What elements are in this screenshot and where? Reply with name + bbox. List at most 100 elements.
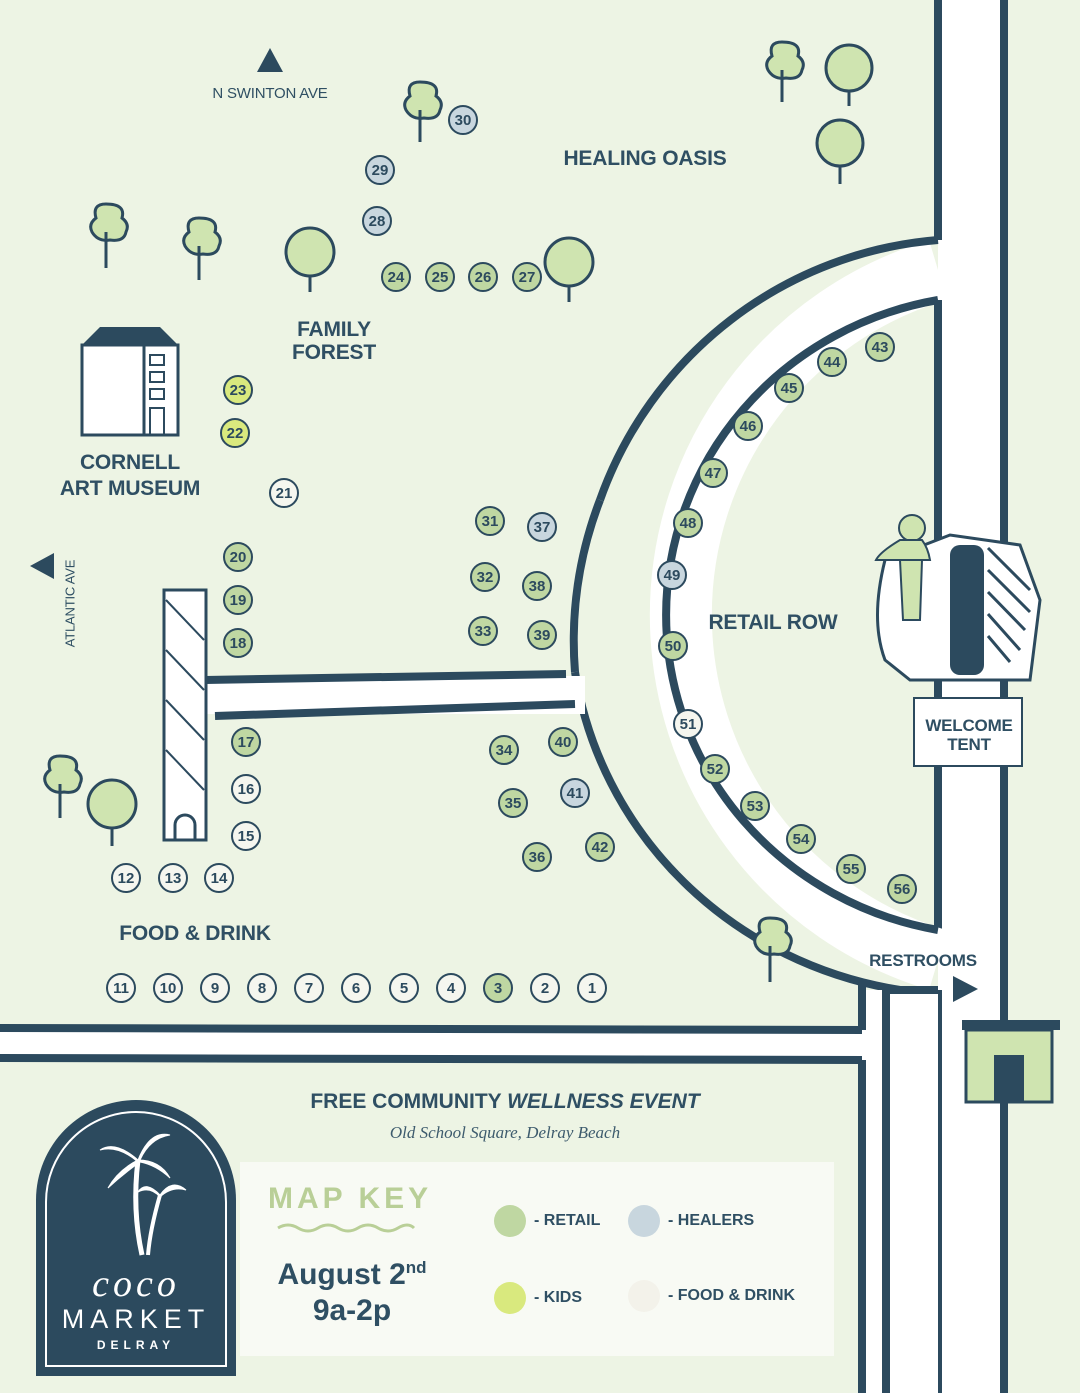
booth-6[interactable]: 6	[341, 973, 371, 1003]
retail-swatch	[494, 1205, 526, 1237]
west-arrow-icon	[30, 553, 54, 579]
booth-25[interactable]: 25	[425, 262, 455, 292]
booth-40[interactable]: 40	[548, 727, 578, 757]
food-swatch	[628, 1280, 660, 1312]
booth-30[interactable]: 30	[448, 105, 478, 135]
logo-badge	[36, 1100, 236, 1376]
key-retail-label: - RETAIL	[534, 1212, 601, 1229]
booth-13[interactable]: 13	[158, 863, 188, 893]
booth-39[interactable]: 39	[527, 620, 557, 650]
welcome-tent-label-1: WELCOME	[925, 716, 1013, 735]
booth-47[interactable]: 47	[698, 458, 728, 488]
booth-31[interactable]: 31	[475, 506, 505, 536]
key-healers-label: - HEALERS	[668, 1212, 755, 1229]
booth-44[interactable]: 44	[817, 347, 847, 377]
booth-29[interactable]: 29	[365, 155, 395, 185]
booth-5[interactable]: 5	[389, 973, 419, 1003]
event-title: FREE COMMUNITY WELLNESS EVENT	[310, 1090, 700, 1113]
booth-45[interactable]: 45	[774, 373, 804, 403]
booth-55[interactable]: 55	[836, 854, 866, 884]
booth-22[interactable]: 22	[220, 418, 250, 448]
booth-21[interactable]: 21	[269, 478, 299, 508]
booth-41[interactable]: 41	[560, 778, 590, 808]
booth-23[interactable]: 23	[223, 375, 253, 405]
map-key-panel: - RETAIL - HEALERS - KIDS - FOOD & DRINK	[240, 1162, 834, 1356]
cornell-label-2: ART MUSEUM	[59, 477, 201, 500]
healers-swatch	[628, 1205, 660, 1237]
booth-46[interactable]: 46	[733, 411, 763, 441]
booth-24[interactable]: 24	[381, 262, 411, 292]
booth-33[interactable]: 33	[468, 616, 498, 646]
key-retail: - RETAIL	[494, 1205, 600, 1237]
booth-43[interactable]: 43	[865, 332, 895, 362]
booth-4[interactable]: 4	[436, 973, 466, 1003]
family-forest-label-2: FOREST	[292, 341, 376, 364]
restrooms-label: RESTROOMS	[869, 951, 977, 970]
booth-15[interactable]: 15	[231, 821, 261, 851]
booth-37[interactable]: 37	[527, 512, 557, 542]
booth-19[interactable]: 19	[223, 585, 253, 615]
yoga-figure-icon	[874, 514, 932, 621]
key-food-label: - FOOD & DRINK	[668, 1287, 796, 1304]
booth-1[interactable]: 1	[577, 973, 607, 1003]
booth-48[interactable]: 48	[673, 508, 703, 538]
restroom-arrow-icon	[953, 976, 978, 1002]
booth-56[interactable]: 56	[887, 874, 917, 904]
atlantic-ave-label: ATLANTIC AVE	[62, 559, 78, 648]
booth-2[interactable]: 2	[530, 973, 560, 1003]
booth-53[interactable]: 53	[740, 791, 770, 821]
retail-loop-road	[649, 240, 947, 990]
booth-18[interactable]: 18	[223, 628, 253, 658]
logo-coco-text: coco	[92, 1263, 180, 1305]
key-kids: - KIDS	[494, 1282, 582, 1314]
event-subtitle: Old School Square, Delray Beach	[389, 1123, 621, 1142]
booth-35[interactable]: 35	[498, 788, 528, 818]
booth-50[interactable]: 50	[658, 631, 688, 661]
booth-52[interactable]: 52	[700, 754, 730, 784]
booth-32[interactable]: 32	[470, 562, 500, 592]
booth-7[interactable]: 7	[294, 973, 324, 1003]
booth-16[interactable]: 16	[231, 774, 261, 804]
museum-building-icon	[80, 327, 180, 437]
retail-row-label: RETAIL ROW	[708, 611, 838, 634]
booth-42[interactable]: 42	[585, 832, 615, 862]
booth-54[interactable]: 54	[786, 824, 816, 854]
booth-20[interactable]: 20	[223, 542, 253, 572]
right-road	[938, 0, 1004, 1393]
tree-icons	[43, 40, 874, 982]
booth-10[interactable]: 10	[153, 973, 183, 1003]
booth-27[interactable]: 27	[512, 262, 542, 292]
welcome-tent-icon	[876, 533, 1042, 767]
food-pavilion-icon	[162, 588, 208, 842]
booth-12[interactable]: 12	[111, 863, 141, 893]
palm-tree-icon	[99, 1133, 187, 1256]
key-healers: - HEALERS	[628, 1205, 754, 1237]
n-swinton-ave-label: N SWINTON AVE	[212, 85, 328, 102]
booth-51[interactable]: 51	[673, 709, 703, 739]
booth-14[interactable]: 14	[204, 863, 234, 893]
event-time: 9a-2p	[312, 1294, 392, 1327]
food-drink-label: FOOD & DRINK	[119, 922, 271, 945]
map-key-title: MAP KEY	[268, 1182, 433, 1215]
welcome-tent-label-2: TENT	[947, 735, 991, 754]
booth-8[interactable]: 8	[247, 973, 277, 1003]
cornell-label-1: CORNELL	[79, 451, 181, 474]
booth-34[interactable]: 34	[489, 735, 519, 765]
wave-divider-icon	[277, 1223, 416, 1233]
booth-9[interactable]: 9	[200, 973, 230, 1003]
restroom-building-icon	[962, 1020, 1060, 1104]
north-arrow-icon	[257, 48, 283, 72]
booth-49[interactable]: 49	[657, 560, 687, 590]
booth-3[interactable]: 3	[483, 973, 513, 1003]
booth-11[interactable]: 11	[106, 973, 136, 1003]
date-main: August 2	[277, 1258, 406, 1291]
date-suffix: nd	[405, 1258, 427, 1277]
booth-36[interactable]: 36	[522, 842, 552, 872]
booth-17[interactable]: 17	[231, 727, 261, 757]
logo-delray-text: DELRAY	[96, 1338, 176, 1352]
booth-38[interactable]: 38	[522, 571, 552, 601]
booth-28[interactable]: 28	[362, 206, 392, 236]
booth-26[interactable]: 26	[468, 262, 498, 292]
key-kids-label: - KIDS	[534, 1289, 582, 1306]
